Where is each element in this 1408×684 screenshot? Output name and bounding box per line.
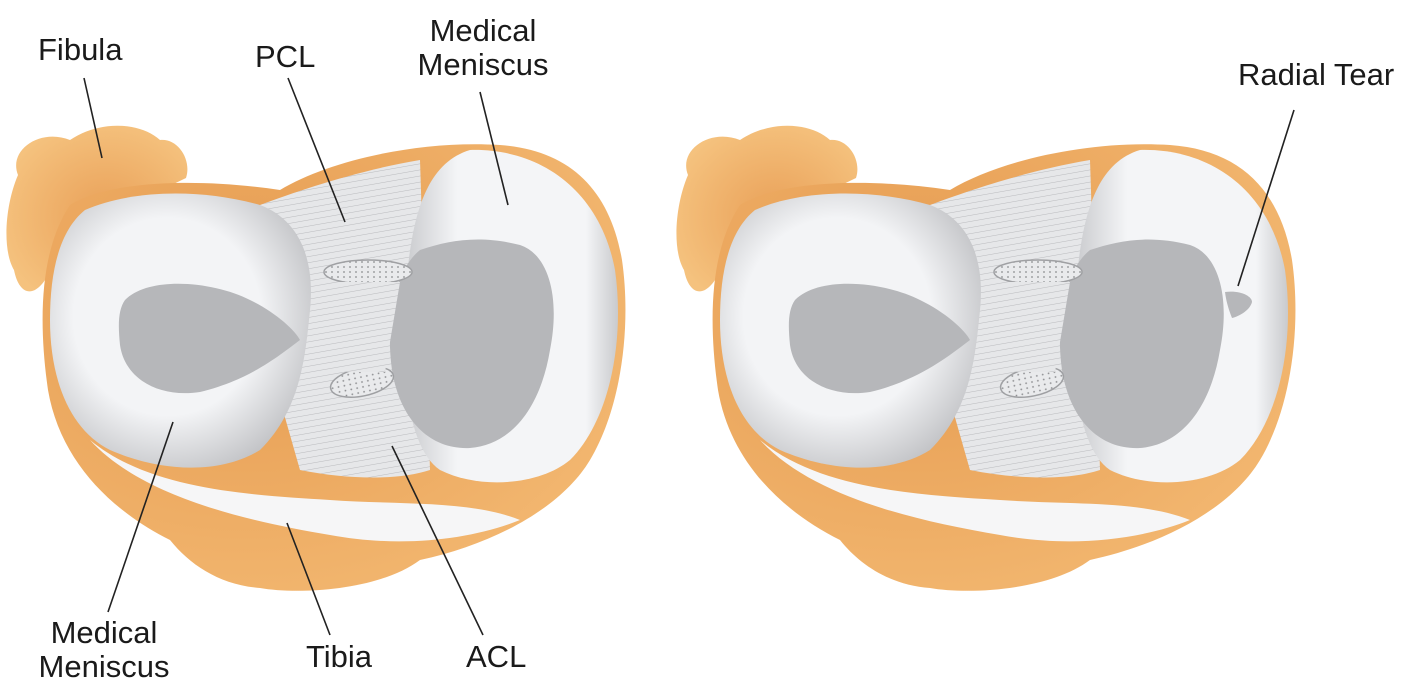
label-medical-meniscus-top-line1: Medical <box>413 14 553 48</box>
knee-left <box>6 126 625 591</box>
label-medical-meniscus-top: Medical Meniscus <box>413 14 553 82</box>
label-medical-meniscus-bottom-line1: Medical <box>34 616 174 650</box>
label-radial-tear: Radial Tear <box>1238 58 1394 92</box>
knee-right <box>676 126 1295 591</box>
label-medical-meniscus-bottom: Medical Meniscus <box>34 616 174 684</box>
label-fibula: Fibula <box>38 33 122 67</box>
label-medical-meniscus-bottom-line2: Meniscus <box>34 650 174 684</box>
label-acl: ACL <box>466 640 526 674</box>
label-tibia: Tibia <box>306 640 372 674</box>
label-pcl: PCL <box>255 40 315 74</box>
label-medical-meniscus-top-line2: Meniscus <box>413 48 553 82</box>
